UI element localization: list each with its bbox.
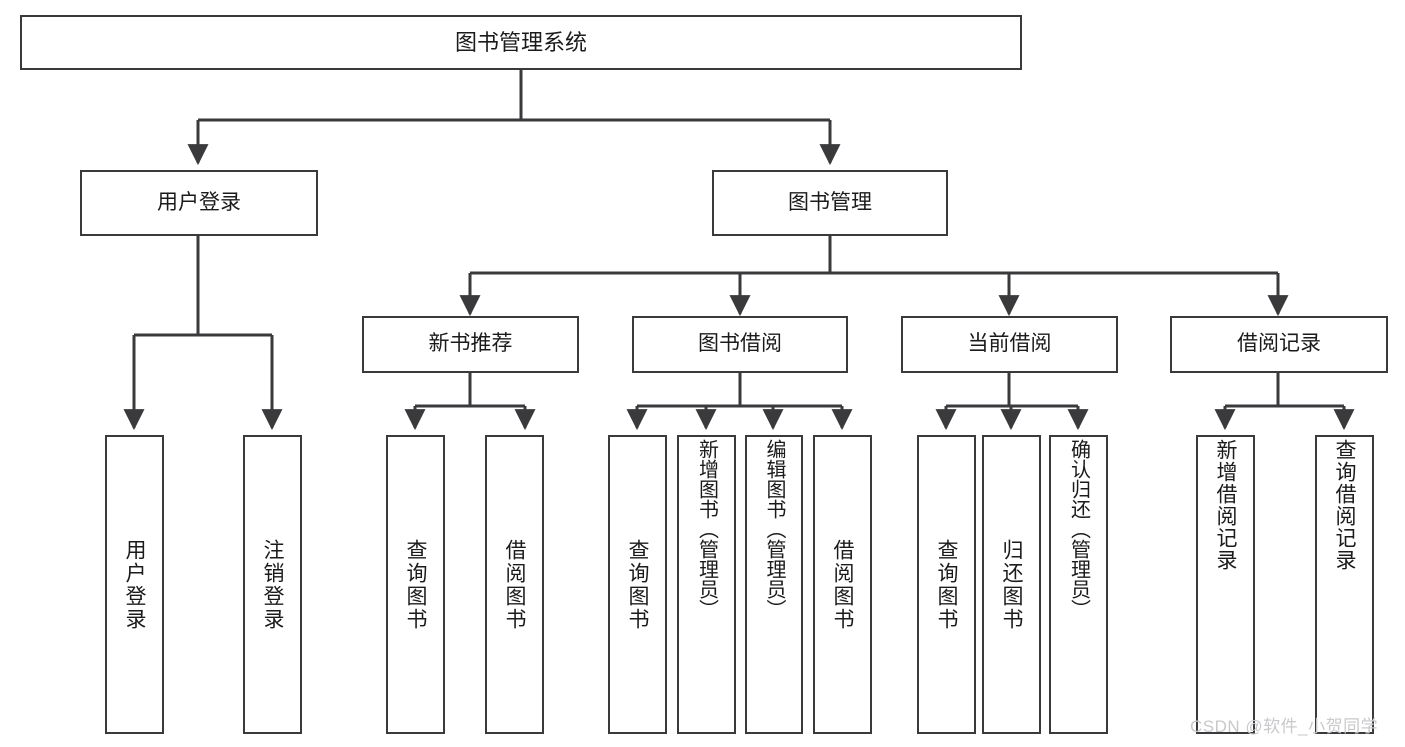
leaf-confirm-return-admin[interactable]: 确认归还（管理员）	[1049, 435, 1108, 734]
node-label: 新增图书（管理员）	[695, 439, 718, 619]
csdn-watermark: CSDN @软件_小贺同学	[1190, 717, 1379, 736]
node-label: 编辑图书（管理员）	[763, 439, 785, 619]
node-label: 查询图书	[935, 538, 958, 631]
leaf-query-book-current[interactable]: 查询图书	[917, 435, 976, 734]
node-label: 图书借阅	[698, 332, 782, 356]
leaf-edit-book-admin[interactable]: 编辑图书（管理员）	[745, 435, 803, 734]
node-borrow-record[interactable]: 借阅记录	[1170, 316, 1388, 373]
leaf-add-book-admin[interactable]: 新增图书（管理员）	[677, 435, 736, 734]
node-label: 借阅记录	[1237, 332, 1321, 356]
leaf-query-book-borrow[interactable]: 查询图书	[608, 435, 667, 734]
node-label: 用户登录	[157, 190, 241, 214]
node-user-login[interactable]: 用户登录	[80, 170, 318, 236]
leaf-return-book[interactable]: 归还图书	[982, 435, 1041, 734]
node-label: 确认归还（管理员）	[1067, 439, 1090, 619]
leaf-query-borrow-record[interactable]: 查询借阅记录	[1315, 435, 1374, 734]
node-label: 注销登录	[261, 538, 284, 631]
leaf-query-book-recommend[interactable]: 查询图书	[386, 435, 445, 734]
node-label: 借阅图书	[831, 538, 854, 631]
node-new-book-recommend[interactable]: 新书推荐	[362, 316, 579, 373]
leaf-user-login[interactable]: 用户登录	[105, 435, 164, 734]
node-label: 新书推荐	[428, 332, 513, 356]
node-current-borrow[interactable]: 当前借阅	[901, 316, 1118, 373]
node-label: 查询图书	[404, 538, 427, 631]
leaf-borrow-book-recommend[interactable]: 借阅图书	[485, 435, 544, 734]
node-label: 图书管理系统	[454, 29, 587, 55]
node-book-borrow[interactable]: 图书借阅	[632, 316, 848, 373]
node-label: 查询图书	[626, 538, 649, 631]
node-label: 查询借阅记录	[1333, 439, 1356, 571]
node-label: 新增借阅记录	[1214, 439, 1237, 571]
leaf-add-borrow-record[interactable]: 新增借阅记录	[1196, 435, 1255, 734]
node-label: 借阅图书	[503, 538, 526, 631]
node-label: 当前借阅	[967, 332, 1052, 356]
node-label: 用户登录	[123, 538, 146, 631]
node-root-book-management-system[interactable]: 图书管理系统	[20, 15, 1022, 70]
node-book-management[interactable]: 图书管理	[712, 170, 948, 236]
node-label: 归还图书	[1000, 538, 1023, 631]
node-label: 图书管理	[788, 190, 872, 214]
leaf-borrow-book-borrow[interactable]: 借阅图书	[813, 435, 872, 734]
leaf-logout-login[interactable]: 注销登录	[243, 435, 302, 734]
